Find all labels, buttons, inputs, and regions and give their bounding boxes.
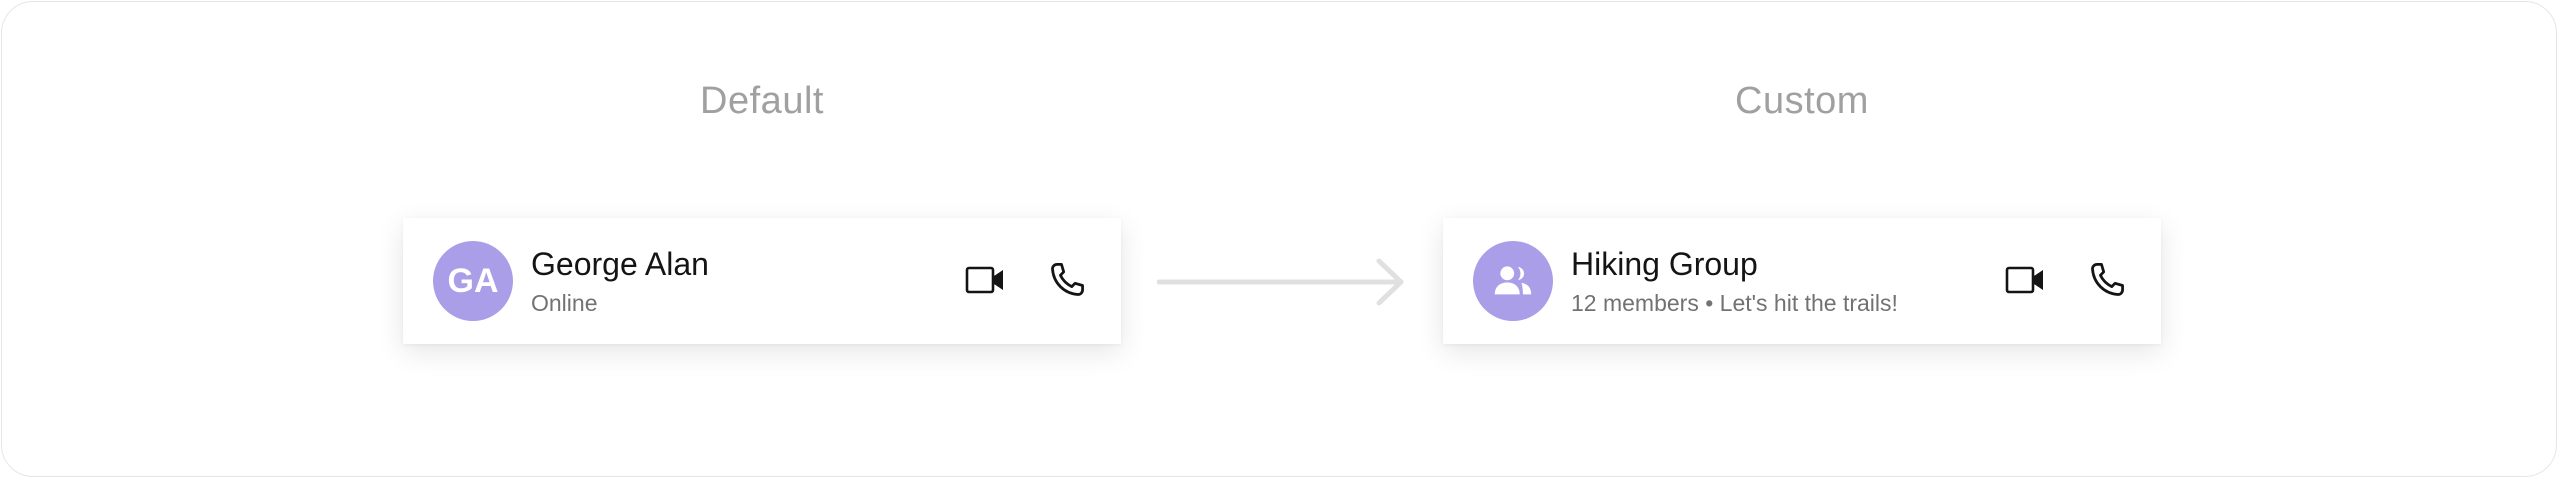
custom-section-title: Custom [1735,80,1869,122]
group-avatar[interactable] [1473,241,1553,321]
custom-chat-header: Hiking Group 12 members • Let's hit the … [1443,218,2161,344]
default-chat-header: GA George Alan Online [403,218,1121,344]
video-camera-icon [965,266,1003,294]
group-icon [1494,266,1532,295]
video-camera-icon [2005,266,2043,294]
status-text: Online [531,290,598,316]
voice-call-button[interactable] [1043,256,1091,304]
voice-call-button[interactable] [2083,256,2131,304]
video-call-button[interactable] [2001,256,2049,304]
phone-icon [1051,263,1084,296]
arrow-right-icon [1157,258,1404,306]
avatar[interactable]: GA [433,241,513,321]
group-name: Hiking Group [1571,246,1758,282]
contact-name: George Alan [531,246,709,282]
group-subtitle: 12 members • Let's hit the trails! [1571,290,1898,316]
avatar-initials: GA [447,261,499,300]
phone-icon [2091,263,2124,296]
default-section-title: Default [700,80,824,122]
video-call-button[interactable] [961,256,1009,304]
